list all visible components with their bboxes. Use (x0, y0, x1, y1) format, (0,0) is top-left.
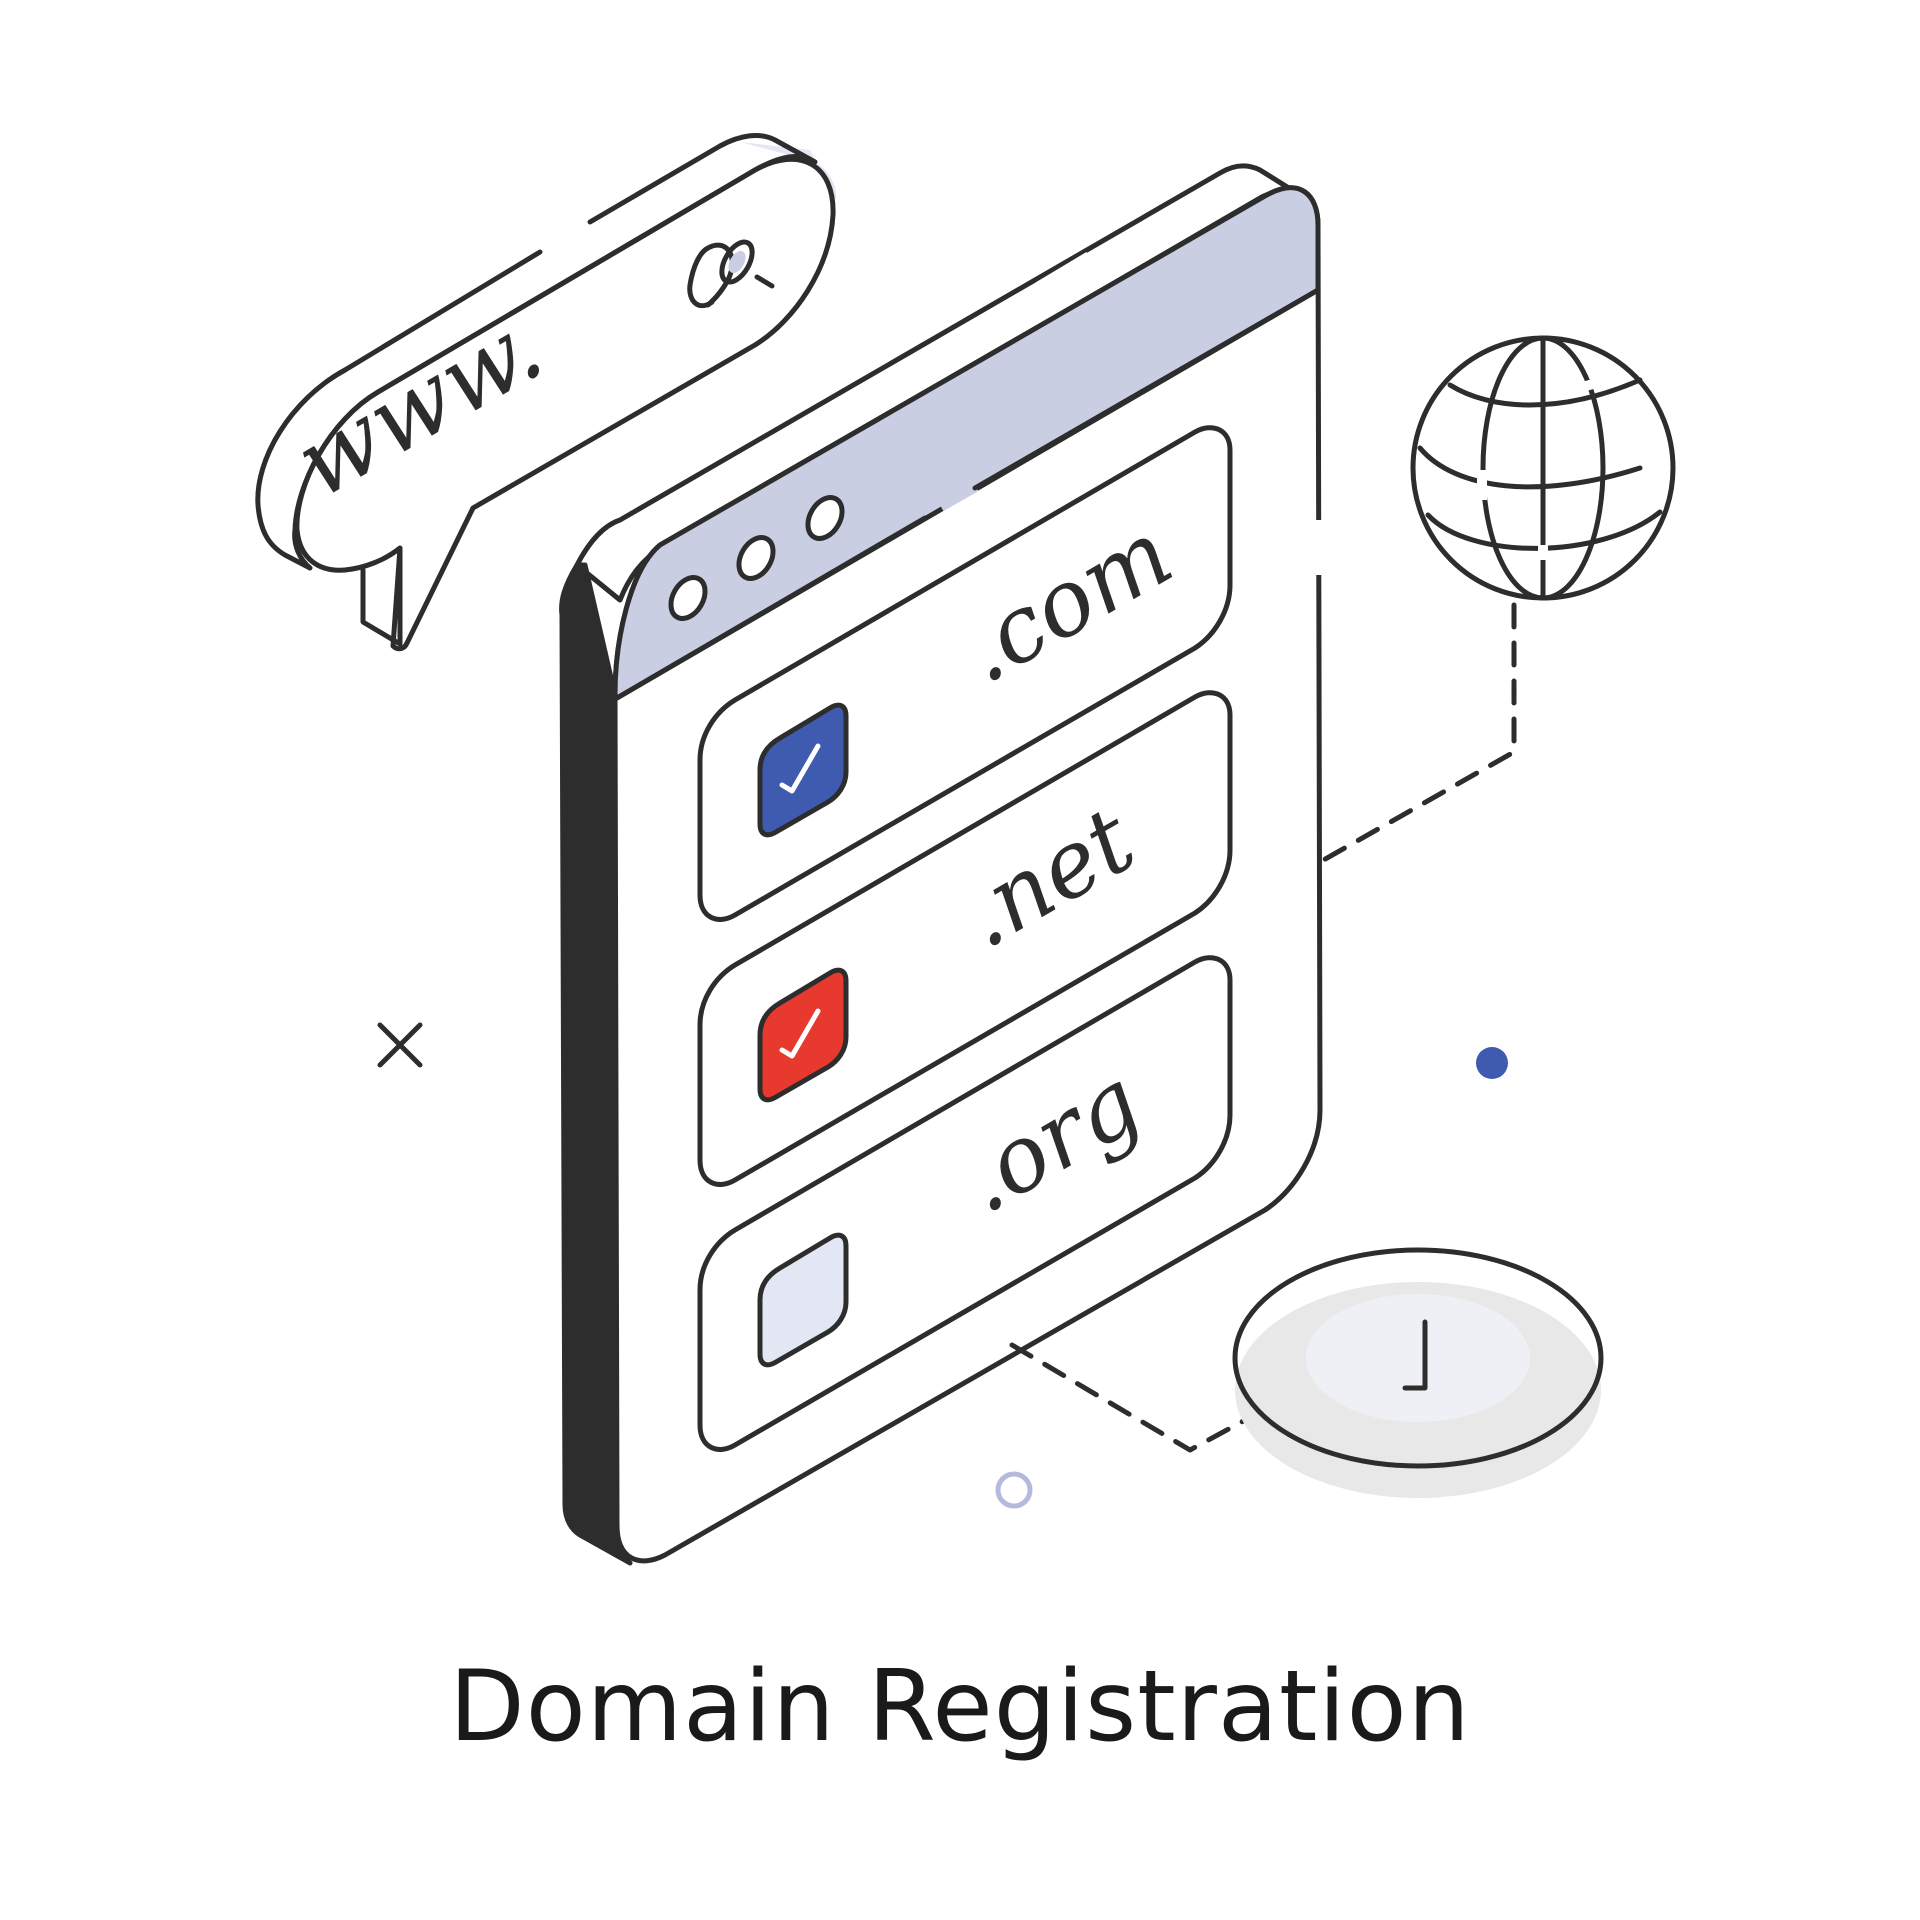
ring-icon (995, 1471, 1033, 1509)
domain-extension-label: .org (943, 1048, 1159, 1234)
search-icon[interactable] (687, 237, 775, 309)
checkbox-unchecked[interactable] (757, 1232, 849, 1368)
close-x-icon (377, 1022, 423, 1068)
checkmark-icon (779, 743, 821, 794)
window-control-dots (668, 495, 845, 621)
cursor-button[interactable] (1232, 1247, 1604, 1498)
domain-option-card (697, 690, 1233, 1187)
domain-extension-label: .net (943, 786, 1153, 969)
cursor-button-icon (1402, 1319, 1428, 1391)
globe-icon (1410, 335, 1676, 601)
domain-option-card (697, 955, 1233, 1452)
dot-icon (1476, 1047, 1508, 1079)
checkmark-icon (779, 1008, 821, 1059)
domain-option-card (697, 425, 1233, 922)
page-title: Domain Registration (449, 1650, 1471, 1764)
domain-browser-panel (559, 163, 1323, 1566)
